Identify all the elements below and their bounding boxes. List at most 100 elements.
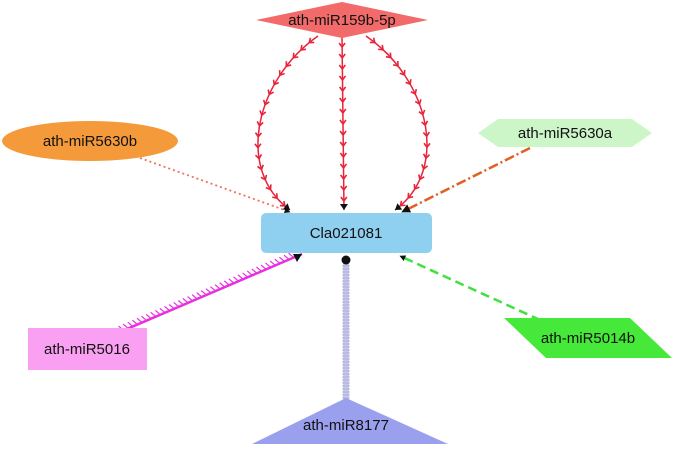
edge-mir159b-chevron bbox=[369, 37, 376, 44]
edge-mir5016-to-center bbox=[119, 252, 303, 334]
edge-mir159b-chevron bbox=[260, 174, 268, 181]
edge-mir159b-chevron bbox=[421, 164, 429, 171]
edge-mir159b-chevron bbox=[338, 53, 346, 60]
edge-mir5016-tick bbox=[168, 303, 175, 310]
edge-mir5016-tick bbox=[131, 319, 138, 325]
edge-mir5016-tick bbox=[260, 264, 267, 270]
edge-mir159b-chevron bbox=[392, 60, 399, 68]
edge-mir159b-chevron bbox=[254, 132, 263, 139]
edge-mir5016-tick bbox=[159, 307, 166, 314]
node-mir5014b-label: ath-miR5014b bbox=[541, 330, 635, 347]
edge-mir5016-tick bbox=[214, 284, 221, 290]
edge-mir5016-arrowhead bbox=[293, 254, 302, 262]
edge-mir159b-chevron bbox=[378, 44, 385, 51]
edge-mir159b-chevron bbox=[422, 131, 431, 138]
edge-mir5016-tick bbox=[274, 258, 281, 264]
edge-mir159b-chevron bbox=[407, 192, 414, 199]
edge-mir159b-chevron bbox=[340, 185, 348, 192]
edge-mir5016-tick bbox=[136, 317, 143, 324]
edge-mir159b-chevron bbox=[262, 99, 270, 106]
edge-mir5016-tick bbox=[269, 260, 276, 266]
edge-mir159b-chevron bbox=[338, 64, 346, 71]
edge-mir159b-chevron bbox=[418, 109, 426, 116]
edge-mir159b-chevron bbox=[339, 108, 347, 115]
edge-mir159b-chevron bbox=[272, 79, 280, 86]
edge-mir5016-tick bbox=[256, 266, 262, 272]
edge-mir159b-chevron bbox=[265, 184, 272, 191]
edge-mir5016-tick bbox=[237, 274, 244, 280]
edge-mir5016-tick bbox=[265, 262, 272, 268]
edge-mir159b-chevron bbox=[399, 200, 406, 207]
node-cla021081[interactable] bbox=[261, 213, 432, 253]
edge-mir159b-chevron bbox=[422, 153, 431, 160]
edge-mir5016-tick bbox=[150, 311, 157, 318]
edge-mir5016-tick bbox=[177, 300, 184, 306]
edge-mir5016-tick bbox=[145, 313, 152, 320]
edges bbox=[118, 35, 541, 422]
edge-mir5016-tick bbox=[251, 268, 258, 274]
edge-mir159b-arrow-chain-3 bbox=[369, 37, 431, 210]
edge-mir5016-tick bbox=[283, 254, 290, 260]
edge-mir159b-chevron bbox=[339, 130, 347, 137]
edge-mir159b-chevron bbox=[279, 200, 286, 207]
edge-mir159b-chevron bbox=[256, 121, 264, 128]
edge-mir5630a-to-center bbox=[401, 146, 531, 214]
edge-mir159b-chevron bbox=[267, 89, 275, 96]
node-cla021081-label: Cla021081 bbox=[310, 225, 383, 242]
edge-mir159b-chevron bbox=[339, 152, 347, 159]
edge-mir5016-tick bbox=[154, 309, 161, 316]
edge-mir159b-chevron bbox=[338, 42, 346, 49]
edge-mir159b-chevron bbox=[300, 44, 307, 51]
edge-mir5016-tick bbox=[164, 305, 171, 312]
edge-mir159b-chevron bbox=[338, 86, 347, 93]
edge-mir5016-tick bbox=[288, 252, 295, 259]
edge-mir5016-tick bbox=[205, 288, 212, 294]
edge-mir8177-to-center bbox=[343, 262, 349, 422]
edge-mir159b-chevron bbox=[339, 163, 348, 170]
edge-mir5016-tick bbox=[127, 321, 134, 327]
edge-mir159b-arrow-chain-1 bbox=[254, 37, 315, 210]
node-mir5016[interactable] bbox=[28, 328, 147, 370]
edge-mir5016-tick bbox=[210, 286, 216, 292]
edge-mir5016-tick bbox=[141, 315, 148, 322]
edge-mir159b-chevron bbox=[339, 119, 347, 126]
edge-mir5016-tick bbox=[187, 296, 194, 302]
edge-mir159b-chevron bbox=[405, 79, 412, 86]
edge-mir5016-tick bbox=[223, 280, 230, 286]
edge-mir159b-arrowhead bbox=[282, 203, 290, 210]
edge-mir159b-arrowhead bbox=[339, 203, 348, 210]
edge-mir5016-tick bbox=[196, 292, 203, 298]
edge-mir159b-chevron bbox=[292, 52, 299, 59]
edge-mir159b-arrowhead bbox=[395, 203, 403, 210]
edge-mir159b-to-center-3 bbox=[365, 35, 428, 211]
edge-mir5016-hatching bbox=[118, 252, 295, 331]
nodes: ath-miR159b-5p ath-miR5630b ath-miR5630a… bbox=[2, 2, 672, 444]
edge-mir159b-chevron bbox=[272, 193, 278, 200]
node-mir5630a[interactable] bbox=[478, 119, 652, 147]
edge-mir159b-chevron bbox=[338, 75, 347, 82]
edge-mir159b-chevron bbox=[254, 143, 262, 150]
edge-mir159b-chevron bbox=[399, 69, 406, 76]
edge-mir159b-chevron bbox=[254, 153, 263, 161]
edge-mir5016-tick bbox=[182, 298, 189, 304]
edge-mir159b-chevron bbox=[339, 141, 347, 148]
edge-mir159b-chevron bbox=[278, 70, 285, 77]
edge-mir159b-chevron bbox=[410, 88, 418, 96]
node-mir159b-5p[interactable] bbox=[256, 2, 428, 38]
node-mir5014b[interactable] bbox=[504, 318, 672, 358]
edge-mir159b-chevron bbox=[339, 174, 348, 181]
node-mir5016-label: ath-miR5016 bbox=[44, 341, 130, 358]
edge-mir159b-chevron bbox=[340, 196, 348, 203]
edge-mir159b-chevron bbox=[421, 120, 429, 127]
node-mir8177[interactable] bbox=[252, 398, 448, 444]
edge-mir159b-chevron bbox=[257, 164, 265, 171]
node-mir5630b[interactable] bbox=[2, 121, 178, 161]
edge-mir5016-tick bbox=[122, 323, 129, 329]
edge-mir159b-chevron bbox=[413, 183, 420, 191]
edge-mir5016-tick bbox=[173, 301, 180, 308]
edge-mir159b-to-center-1 bbox=[257, 35, 319, 211]
edge-mir5016-tick bbox=[242, 272, 249, 278]
node-mir5630b-label: ath-miR5630b bbox=[43, 133, 137, 150]
edge-mir8177-dot-end bbox=[341, 255, 351, 265]
